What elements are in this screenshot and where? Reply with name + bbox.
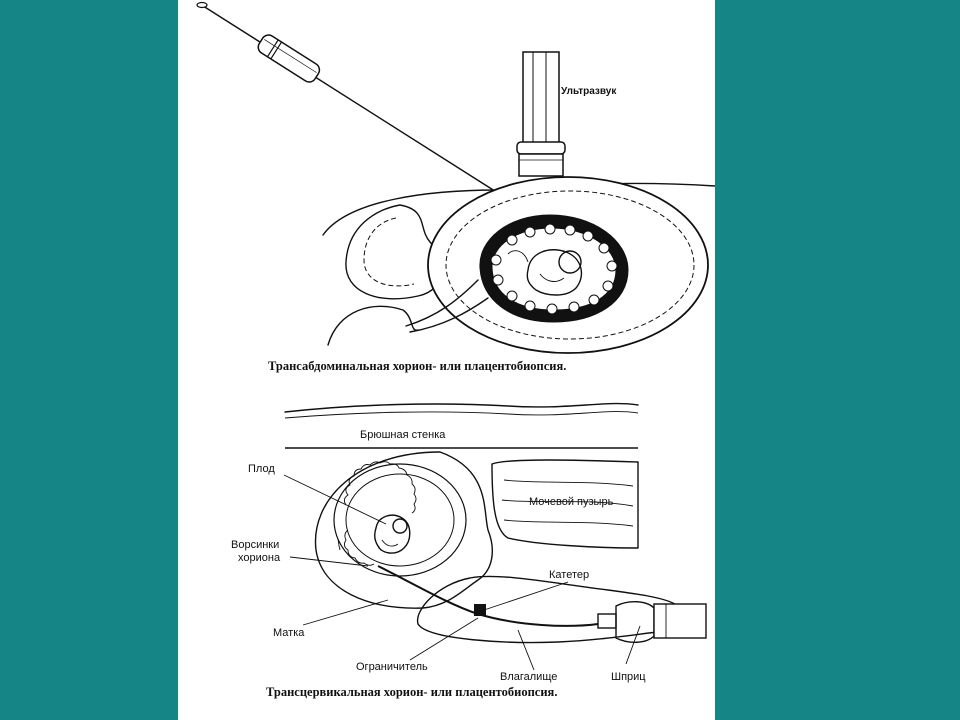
abdominal-wall: [284, 402, 639, 449]
vagina-shape: [416, 575, 679, 644]
bladder-bottom: [491, 459, 639, 549]
ultrasound-probe: [516, 51, 566, 177]
catheter-label: Катетер: [549, 569, 589, 581]
perineum-outline: [327, 305, 419, 346]
fetus-top: [507, 249, 583, 296]
abdominal-wall-label: Брюшная стенка: [360, 429, 446, 441]
bottom-caption: Трансцервикальная хорион- или плацентоби…: [266, 685, 557, 699]
fetus-label: Плод: [248, 463, 275, 475]
chorion-biopsy-illustration: Ультразвук Трансабдоминальная хорион- ил…: [196, 1, 715, 699]
gestational-sac-top: [479, 214, 629, 323]
catheter: [377, 565, 599, 627]
bladder-inner-outline: [363, 217, 415, 287]
uterus-bottom: [314, 451, 494, 609]
diagram-sheet: Ультразвук Трансабдоминальная хорион- ил…: [178, 0, 715, 720]
biopsy-needle: [196, 1, 551, 227]
transabdominal-diagram: Ультразвук Трансабдоминальная хорион- ил…: [196, 1, 715, 373]
limiter-block: [474, 604, 486, 616]
chorionic-villi-label-line1: Ворсинки: [231, 539, 279, 551]
syringe-label: Шприц: [611, 671, 646, 683]
ultrasound-label: Ультразвук: [561, 86, 617, 97]
syringe: [597, 601, 707, 643]
top-caption: Трансабдоминальная хорион- или плацентоб…: [268, 359, 566, 373]
bladder-label: Мочевой пузырь: [529, 496, 614, 508]
gestational-sac-bottom: [333, 461, 467, 577]
chorionic-villi-label-line2: хориона: [238, 552, 281, 564]
fetus-bottom: [373, 514, 411, 554]
limiter-label: Ограничитель: [356, 661, 428, 673]
uterus-label: Матка: [273, 627, 305, 639]
transcervical-diagram: Брюшная стенка: [231, 402, 707, 699]
vagina-label: Влагалище: [500, 671, 557, 683]
bladder-shape: [345, 204, 443, 300]
leader-lines: [283, 474, 641, 671]
